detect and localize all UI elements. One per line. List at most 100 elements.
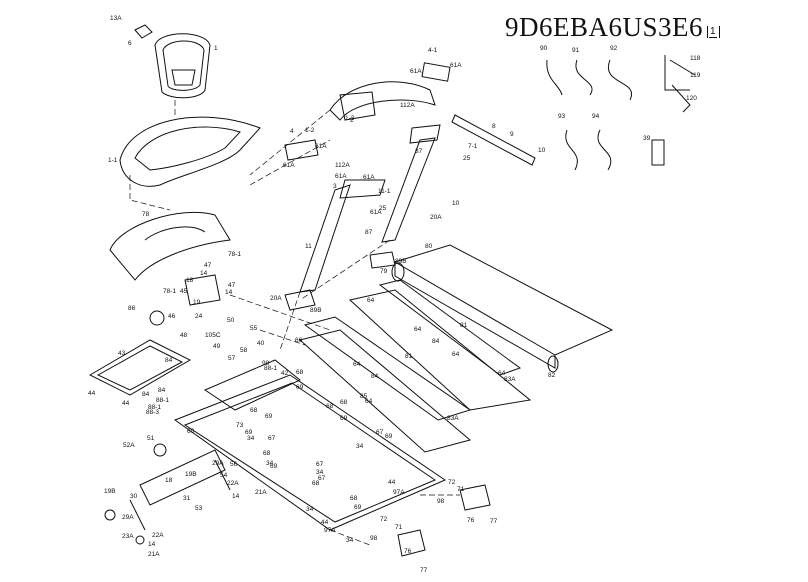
part-callout: 81: [405, 353, 413, 360]
part-callout: 73: [236, 422, 244, 429]
part-callout: 44: [321, 519, 329, 526]
part-callout: 71: [395, 524, 403, 531]
assembly-guide-lines: [129, 100, 460, 546]
part-callout: 34: [346, 537, 354, 544]
lube-bottle: [651, 139, 665, 166]
part-callout: 1: [214, 45, 218, 52]
part-callout: 69: [385, 433, 393, 440]
part-callout: 22A: [227, 480, 239, 487]
part-callout: 82: [548, 372, 556, 379]
part-callout: 78-1: [163, 288, 176, 295]
part-callout: 68: [296, 369, 304, 376]
part-callout: 61A: [370, 209, 382, 216]
part-callout: 11-1: [378, 188, 391, 195]
part-callout: 44: [88, 390, 96, 397]
part-callout: 68: [263, 450, 271, 457]
part-callout: 43: [118, 350, 126, 357]
part-callout: 119: [690, 72, 701, 79]
part-callout: 64: [367, 297, 375, 304]
model-number-title: 9D6EBA6US3E6: [505, 12, 704, 42]
part-callout: 37: [415, 148, 423, 155]
running-deck: [298, 289, 532, 453]
part-callout: 68: [350, 495, 358, 502]
upright-right: [381, 124, 441, 243]
part-callout: 20A: [430, 214, 442, 221]
foot-bracket-left: [284, 289, 316, 311]
part-callout: 79: [380, 268, 388, 275]
part-callout: 86: [128, 305, 136, 312]
part-callout: 69: [245, 429, 253, 436]
part-callout: 66: [295, 337, 303, 344]
part-callout: 6: [128, 40, 132, 47]
part-callout: 94: [592, 113, 600, 120]
part-callout: 67: [268, 435, 276, 442]
part-callout: 98: [370, 535, 378, 542]
wire-harness-set: [546, 59, 633, 171]
bracket-13A: [134, 24, 153, 39]
part-callout: 3: [333, 183, 337, 190]
part-callout: 11: [305, 243, 312, 250]
part-callout: 92: [610, 45, 618, 52]
controller-board: [88, 339, 192, 396]
part-callout: 72: [380, 516, 388, 523]
part-callout: 88-1: [264, 365, 277, 372]
part-callout: 89B: [395, 258, 407, 265]
part-callout: 61A: [335, 173, 347, 180]
part-callout: 1-3: [345, 115, 355, 122]
part-callout: 98: [262, 360, 270, 367]
part-callout: 7-1: [468, 143, 478, 150]
part-callout: 23A: [122, 533, 134, 540]
part-callout: 84: [142, 391, 150, 398]
running-belt: [391, 244, 614, 373]
part-callout: 118: [690, 55, 701, 62]
part-callout: 51: [147, 435, 155, 442]
part-callout: 45: [180, 288, 188, 295]
part-callout: 71: [457, 486, 465, 493]
part-callout: 60: [187, 428, 195, 435]
part-callout: 24: [195, 313, 203, 320]
part-callout: 72: [448, 479, 456, 486]
part-callout: 68: [312, 480, 320, 487]
part-callout: 19: [193, 299, 201, 306]
part-callout: 39: [643, 135, 651, 142]
part-callout: 10: [538, 147, 546, 154]
part-callout: 1-1: [108, 157, 118, 164]
part-callout: 30: [130, 493, 138, 500]
part-callout: 47: [228, 282, 236, 289]
motor-hood: [109, 211, 231, 281]
part-callout: 58: [240, 347, 248, 354]
console-base: [119, 116, 261, 187]
part-callout: 98: [437, 498, 445, 505]
part-callout: 87: [365, 229, 373, 236]
part-callout: 1-2: [305, 127, 315, 134]
deck-rail: [303, 279, 522, 421]
part-callout: 67: [376, 429, 384, 436]
part-callout: 54: [220, 472, 228, 479]
part-callout: 76: [467, 517, 475, 524]
part-callout: 80: [425, 243, 433, 250]
part-callout: 8: [492, 123, 496, 130]
part-callout: 34: [247, 435, 255, 442]
part-callout: 69: [354, 504, 362, 511]
part-callout: 34: [266, 460, 274, 467]
part-callout: 61A: [363, 174, 375, 181]
upright-left: [299, 179, 386, 293]
part-callout: 105C: [205, 332, 221, 339]
part-callout: 83A: [447, 415, 459, 422]
part-callout: 14: [148, 541, 156, 548]
hex-keys: [664, 55, 696, 113]
part-callout: 77: [420, 567, 428, 574]
part-callout: 64: [414, 326, 422, 333]
part-callout: 61A: [315, 143, 327, 150]
part-callout: 48: [180, 332, 188, 339]
part-callout: 69: [296, 384, 304, 391]
part-callout: 89B: [310, 307, 322, 314]
part-callout: 61A: [283, 162, 295, 169]
part-callout: 29A: [122, 514, 134, 521]
part-callout: 25: [463, 155, 471, 162]
part-callout: 49: [213, 343, 221, 350]
part-callout: 34: [306, 506, 314, 513]
sheet-index: 1: [709, 26, 717, 38]
part-callout: 64: [353, 361, 361, 368]
